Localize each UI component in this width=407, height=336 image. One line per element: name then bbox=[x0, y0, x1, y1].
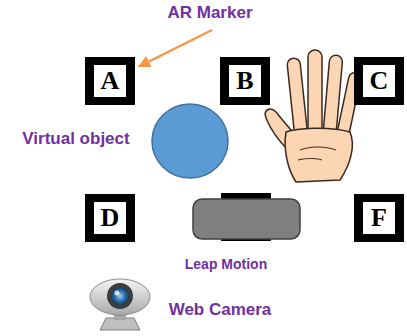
virtual-object bbox=[152, 104, 228, 178]
marker-letter: B bbox=[236, 68, 253, 94]
leap-motion-device bbox=[193, 199, 300, 239]
marker-letter: D bbox=[101, 205, 120, 231]
marker-field: D bbox=[94, 202, 126, 234]
ar-marker: C bbox=[354, 57, 404, 105]
leader-arrow bbox=[140, 30, 212, 66]
hand-creases bbox=[298, 147, 336, 160]
marker-field: C bbox=[363, 65, 395, 97]
ar-marker: B bbox=[220, 57, 270, 105]
camera-label: Web Camera bbox=[169, 301, 272, 320]
web-camera-icon bbox=[90, 279, 150, 330]
marker-field: B bbox=[229, 65, 261, 97]
marker-letter: F bbox=[371, 205, 387, 231]
hand bbox=[265, 50, 361, 182]
marker-letter: C bbox=[370, 68, 389, 94]
object-label: Virtual object bbox=[22, 130, 129, 149]
ar-marker: F bbox=[354, 194, 404, 242]
marker-field: A bbox=[94, 65, 126, 97]
callout-label: AR Marker bbox=[167, 4, 252, 23]
device-label: Leap Motion bbox=[185, 257, 267, 272]
marker-field: F bbox=[363, 202, 395, 234]
ar-marker: D bbox=[85, 194, 135, 242]
marker-letter: A bbox=[101, 68, 120, 94]
ar-marker: A bbox=[85, 57, 135, 105]
